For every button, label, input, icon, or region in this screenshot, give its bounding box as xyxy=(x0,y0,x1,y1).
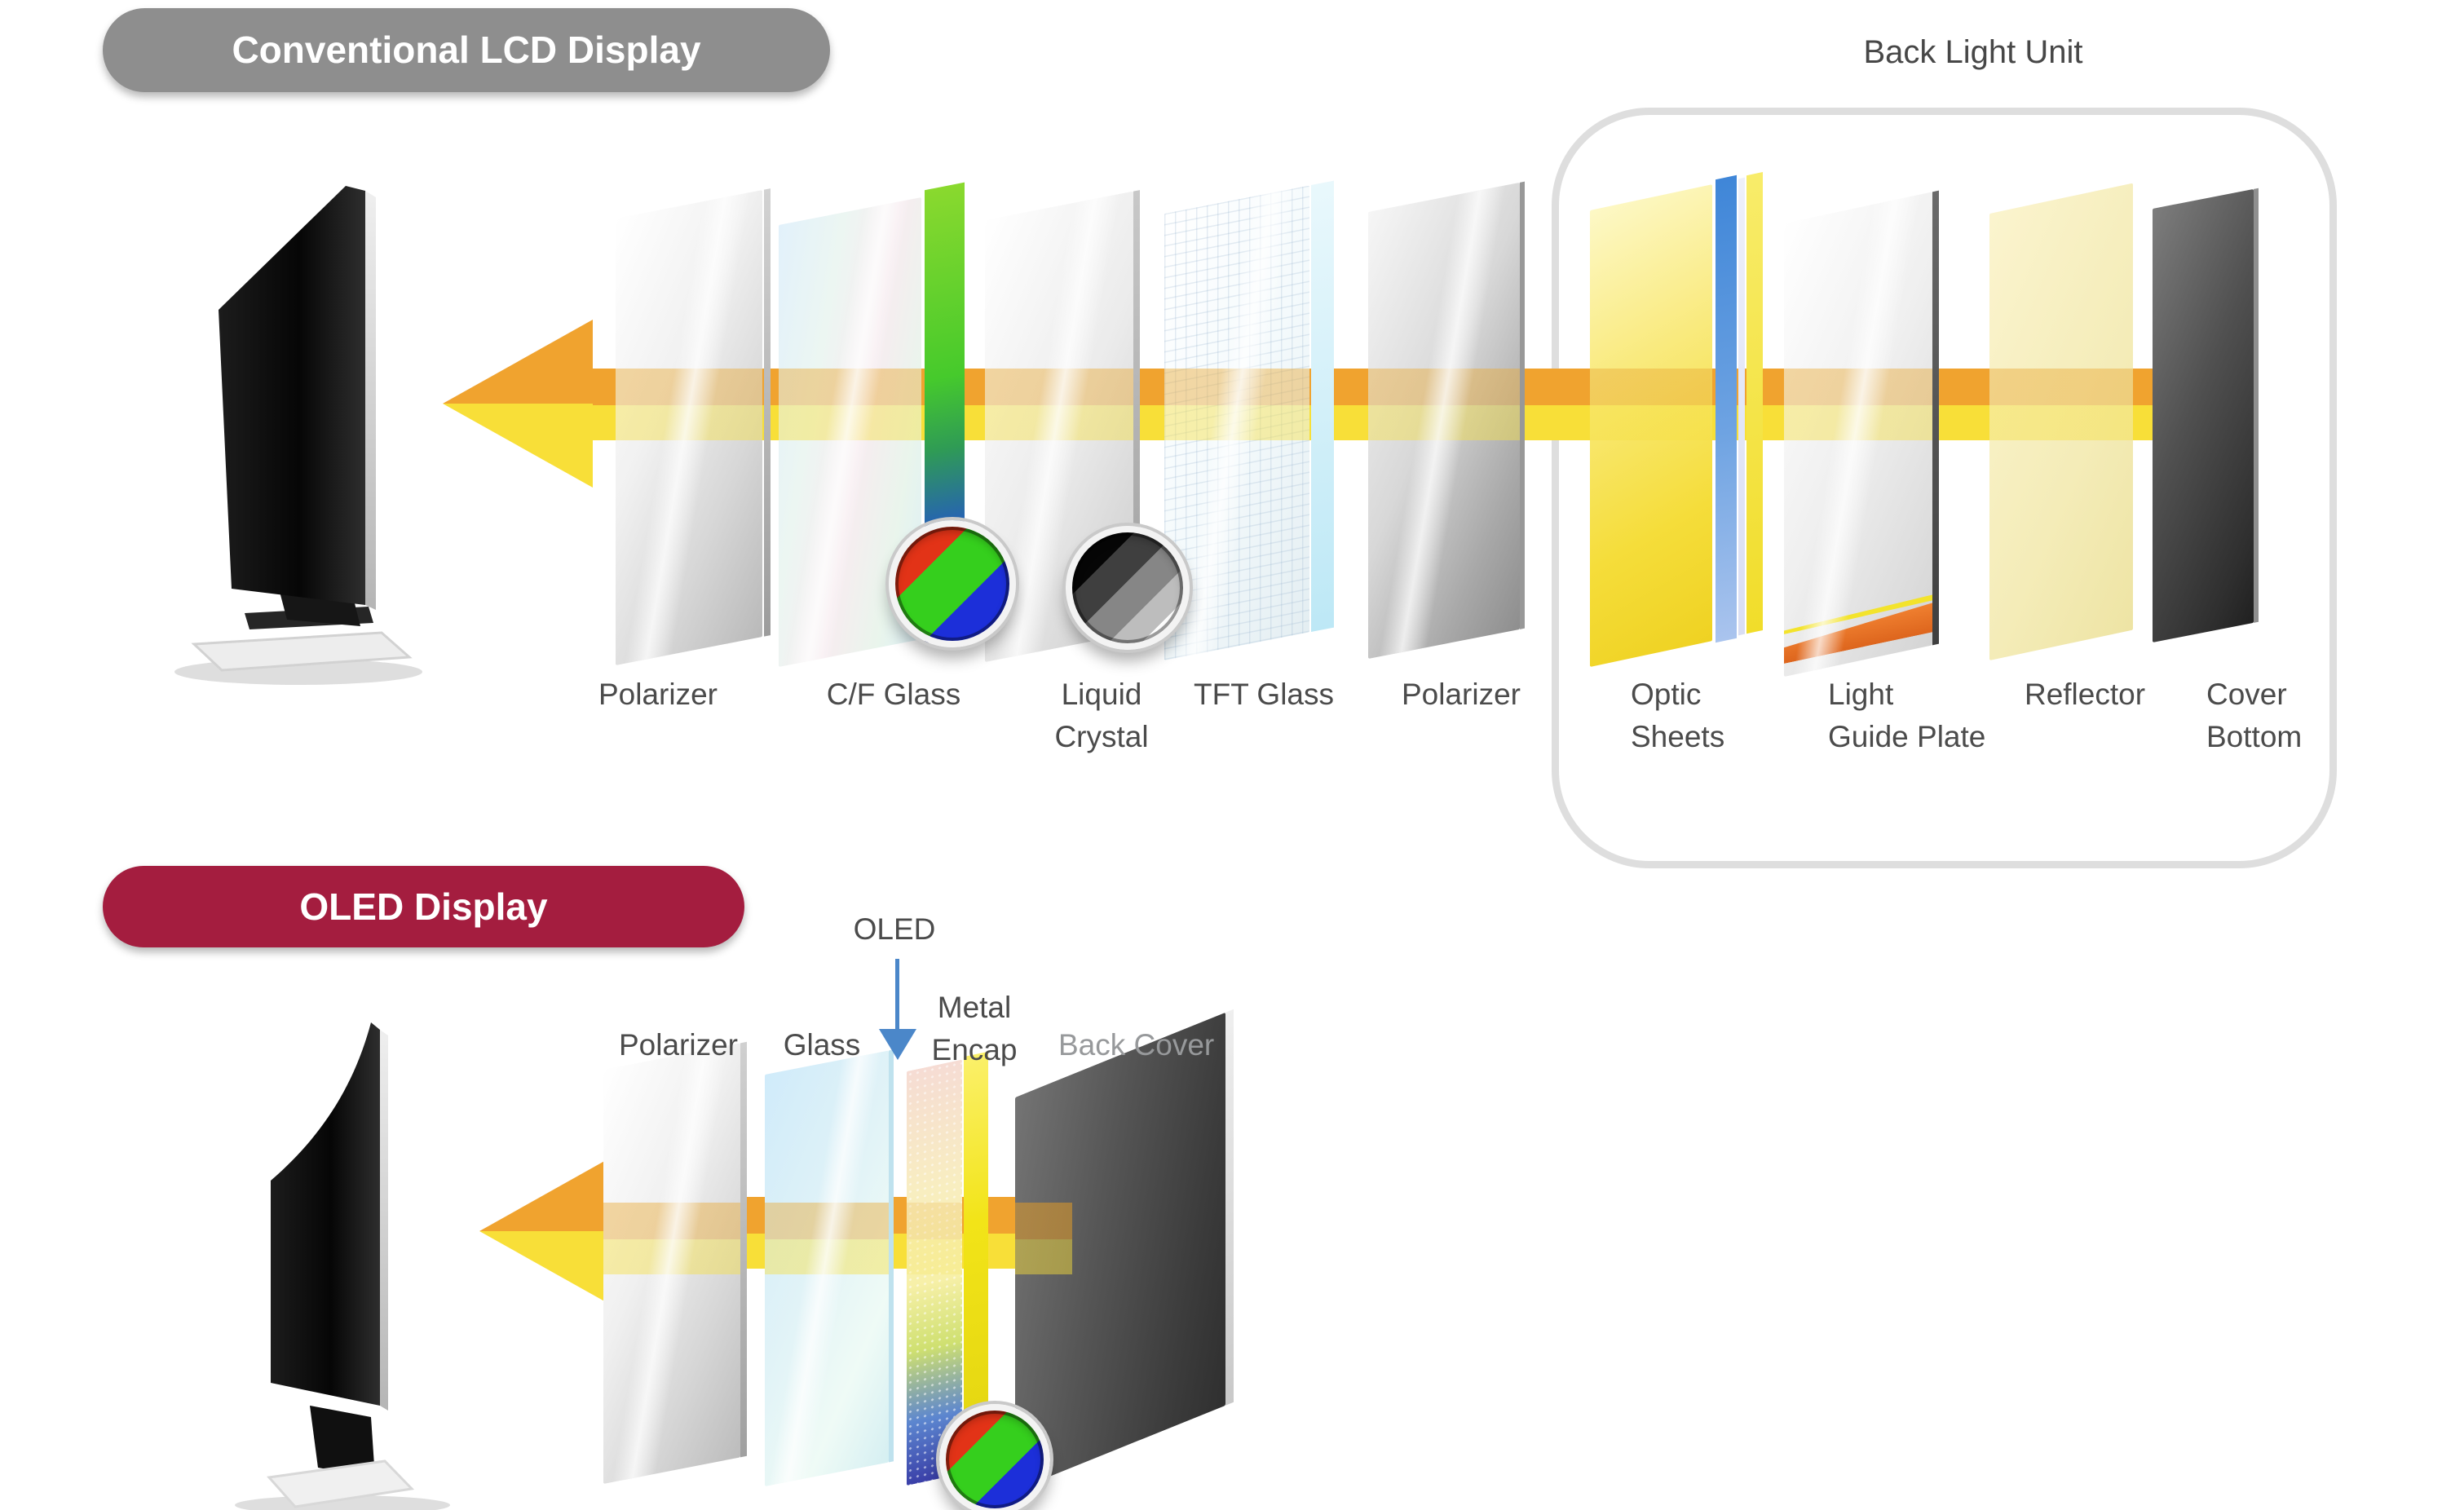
label-lcd-liquid-crystal: Liquid Crystal xyxy=(1054,678,1149,753)
oled-layer-back-cover xyxy=(1015,1009,1234,1490)
oled-down-arrow-head-icon xyxy=(879,1029,916,1060)
lcd-layer-light-guide-plate xyxy=(1784,190,1939,678)
light-beam-through-layer xyxy=(1989,369,2133,440)
light-beam-through-layer xyxy=(985,369,1133,440)
light-beam-through-layer xyxy=(616,369,762,440)
label-lcd-polarizer-front: Polarizer xyxy=(598,678,718,711)
label-lcd-reflector: Reflector xyxy=(2024,678,2146,711)
optic-sheet-prism-film xyxy=(1746,171,1763,634)
lcd-layer-polarizer-rear xyxy=(1368,181,1525,659)
liquid-crystal-magnifier-icon xyxy=(1066,526,1190,650)
lcd-layer-polarizer-front xyxy=(616,188,771,666)
reflector-face xyxy=(1989,183,2133,661)
lcd-section-badge-label: Conventional LCD Display xyxy=(232,29,701,71)
polarizer-front-face xyxy=(616,190,762,666)
oled-rgb-magnifier-icon xyxy=(939,1404,1050,1510)
light-beam-through-layer xyxy=(907,1203,962,1274)
oled-layer-glass xyxy=(765,1049,894,1486)
back-cover-edge xyxy=(1225,1009,1234,1406)
oled-layer-polarizer xyxy=(603,1041,747,1484)
label-lcd-polarizer-rear: Polarizer xyxy=(1402,678,1521,711)
label-oled-polarizer: Polarizer xyxy=(619,1028,738,1062)
label-lcd-optic-sheets: Optic Sheets xyxy=(1631,678,1725,753)
oled-tv-illustration xyxy=(235,1022,450,1510)
oled-glass-face xyxy=(765,1050,889,1486)
lcd-layer-tft-glass xyxy=(1164,180,1334,661)
label-lcd-cover-bottom: Cover Bottom xyxy=(2206,678,2303,753)
oled-down-arrow-icon xyxy=(895,959,899,1032)
polarizer-rear-edge xyxy=(1520,181,1525,629)
polarizer-front-edge xyxy=(764,188,771,637)
cf-glass-rgb-magnifier-icon xyxy=(889,520,1016,647)
lgp-led-yellow-strip xyxy=(1784,594,1932,634)
light-beam-through-layer xyxy=(603,1203,740,1274)
polarizer-rear-face xyxy=(1368,182,1520,659)
optic-sheets-face xyxy=(1590,184,1712,667)
label-oled-metal-encap: Metal Encap xyxy=(931,991,1018,1066)
cover-bottom-face xyxy=(2153,188,2254,642)
label-lcd-tft-glass: TFT Glass xyxy=(1194,678,1334,711)
light-beam-through-layer xyxy=(1015,1203,1072,1274)
lcd-tv-illustration xyxy=(174,186,422,685)
cover-bottom-edge xyxy=(2254,188,2259,623)
light-beam-through-layer xyxy=(779,369,921,440)
tft-glass-edge xyxy=(1311,180,1334,633)
label-oled-back-cover: Back Cover xyxy=(1058,1028,1215,1062)
backlight-unit-bracket xyxy=(1552,108,2337,868)
lcd-layer-cover-bottom xyxy=(2153,188,2259,642)
oled-polarizer-edge xyxy=(740,1041,747,1458)
backlight-unit-label: Back Light Unit xyxy=(1863,34,2083,70)
lcd-section-badge: Conventional LCD Display xyxy=(103,8,830,92)
oled-section-badge: OLED Display xyxy=(103,866,744,947)
light-beam-through-layer xyxy=(1164,369,1309,440)
light-beam-through-layer xyxy=(1590,369,1712,440)
oled-glass-edge xyxy=(889,1049,894,1463)
oled-polarizer-face xyxy=(603,1043,740,1484)
oled-section-badge-label: OLED Display xyxy=(299,885,548,928)
label-lcd-light-guide-plate: Light Guide Plate xyxy=(1828,678,1986,753)
label-oled-glass: Glass xyxy=(783,1028,861,1062)
label-lcd-cf-glass: C/F Glass xyxy=(826,678,961,711)
back-cover-face xyxy=(1015,1012,1225,1490)
light-guide-plate-edge xyxy=(1932,190,1939,646)
light-beam-through-layer xyxy=(1368,369,1520,440)
light-beam-through-layer xyxy=(1784,369,1932,440)
light-guide-plate-face xyxy=(1784,192,1932,678)
lcd-layer-optic-sheets xyxy=(1590,171,1763,667)
optic-sheet-blue-film xyxy=(1716,174,1737,643)
label-oled-pointer: OLED xyxy=(853,912,936,946)
light-beam-through-layer xyxy=(765,1203,889,1274)
optic-sheet-diffuser-film xyxy=(1738,177,1745,636)
lcd-layer-reflector xyxy=(1989,183,2133,661)
lcd-light-arrow-head-icon xyxy=(443,320,593,488)
